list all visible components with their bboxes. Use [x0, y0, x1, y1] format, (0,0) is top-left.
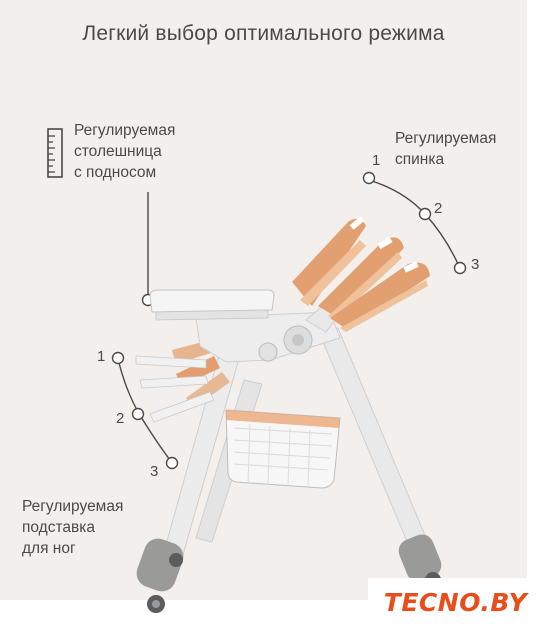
- page-title: Легкий выбор оптимального режима: [82, 22, 445, 45]
- brand-logo[interactable]: TECNO.BY: [368, 578, 543, 626]
- backrest-label: Регулируемая спинка: [395, 128, 496, 170]
- footrest-label-line-3: для ног: [22, 540, 76, 557]
- backrest-indicator: [362, 171, 467, 275]
- backrest-label-line-1: Регулируемая: [395, 130, 497, 147]
- footrest-position-3: 3: [150, 463, 159, 480]
- tray-label: Регулируемая столешница с подносом: [74, 120, 175, 183]
- tray: [149, 289, 275, 321]
- footrest-position-2: 2: [116, 410, 125, 427]
- backrest-position-1: 1: [372, 152, 381, 169]
- ruler-icon: [47, 128, 63, 178]
- tray-label-line-2: столешница: [74, 143, 162, 160]
- backrest-positions: [292, 216, 430, 332]
- footrest-label-line-1: Регулируемая: [22, 498, 124, 515]
- footrest-position-1: 1: [97, 348, 106, 365]
- backrest-label-line-2: спинка: [395, 151, 445, 168]
- tray-label-line-1: Регулируемая: [74, 122, 176, 139]
- tray-label-line-3: с подносом: [74, 164, 157, 181]
- backrest-position-2: 2: [434, 200, 443, 217]
- tray-indicator: [141, 192, 155, 307]
- rear-leg: [317, 327, 442, 588]
- footrest-label: Регулируемая подставка для ног: [22, 496, 123, 559]
- footrest-indicator: [111, 351, 179, 470]
- storage-basket: [225, 409, 341, 489]
- backrest-position-3: 3: [471, 256, 480, 273]
- footrest-label-line-2: подставка: [22, 519, 95, 536]
- seat: [195, 299, 345, 363]
